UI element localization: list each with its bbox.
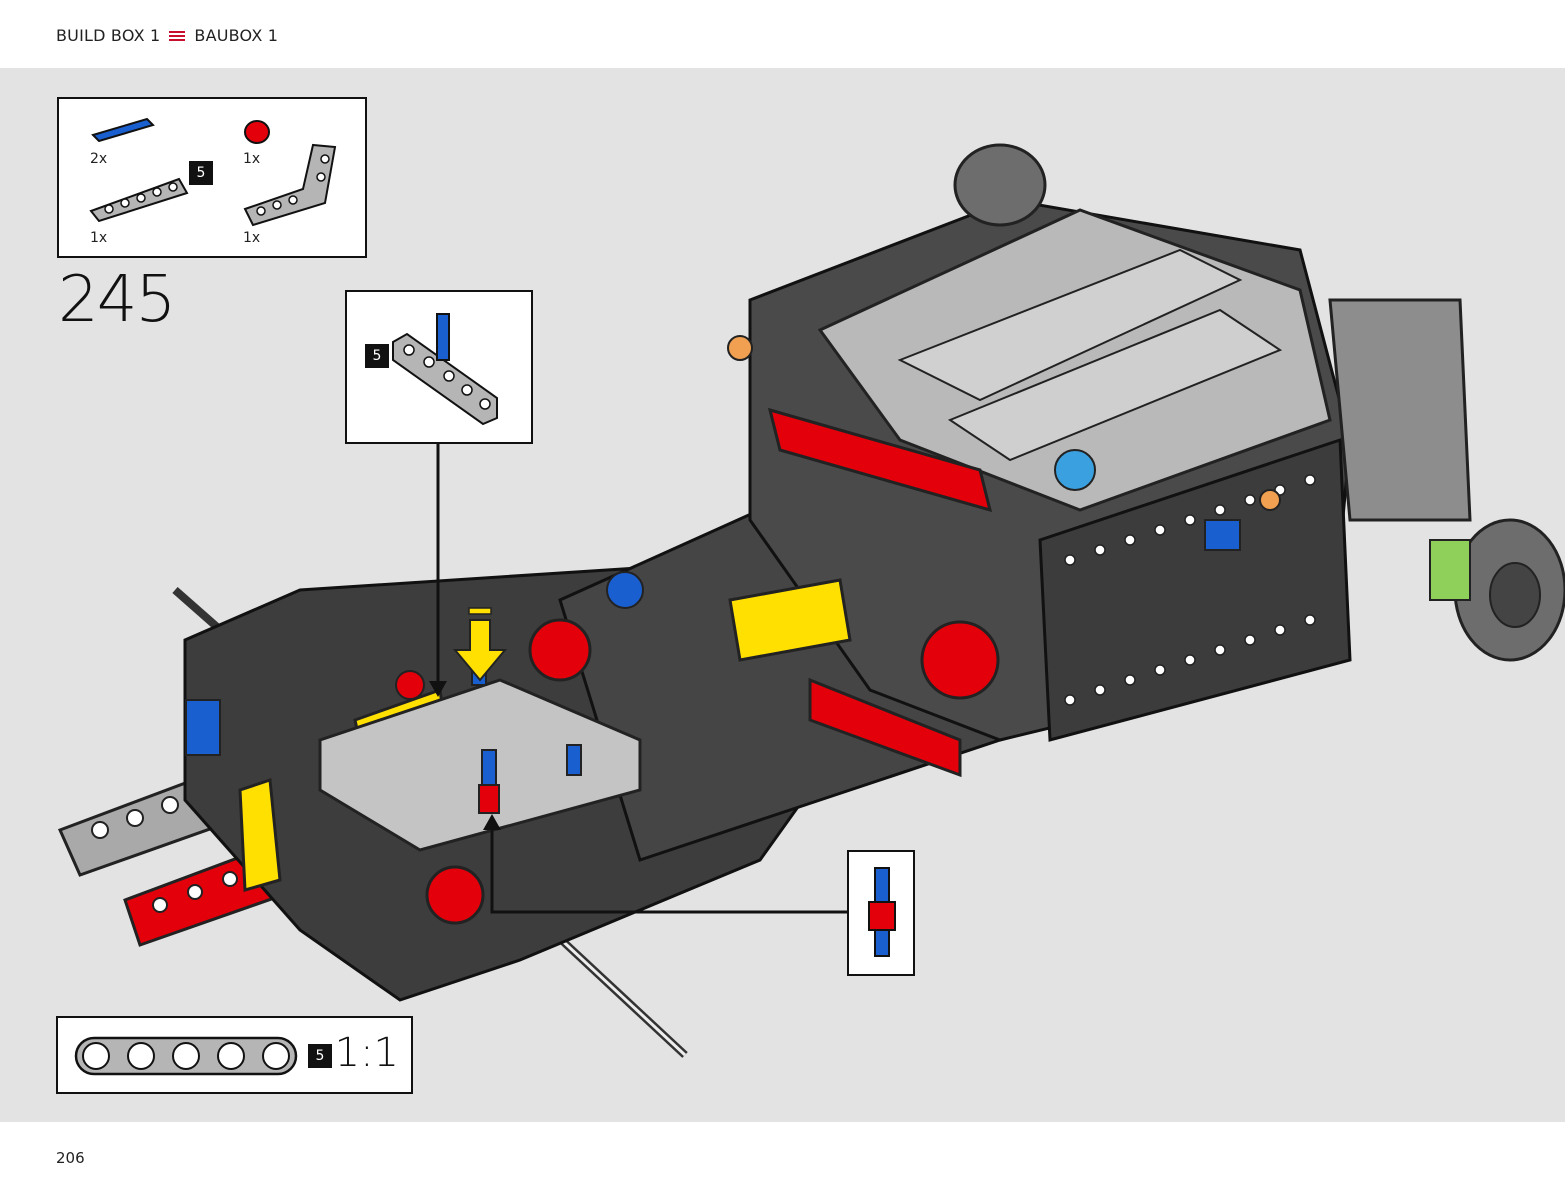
parts-list: 2x 1x 5 1x 1x bbox=[57, 97, 367, 258]
page-number: 206 bbox=[56, 1149, 85, 1167]
box-label: BUILD BOX 1 bbox=[56, 26, 161, 45]
box-label-de: BAUBOX 1 bbox=[194, 26, 279, 45]
model-illustration bbox=[57, 143, 1565, 1058]
scale-reference: 5 1:1 bbox=[56, 1016, 413, 1094]
blue-pin-qty: 2x bbox=[90, 151, 108, 167]
blue-pin-icon bbox=[91, 117, 155, 143]
scale-beam-icon bbox=[74, 1036, 298, 1076]
red-bush-qty: 1x bbox=[243, 151, 261, 167]
callout-length-badge: 5 bbox=[365, 344, 389, 368]
gray-beam-icon bbox=[89, 177, 189, 223]
callout-pin-bush bbox=[847, 850, 915, 976]
beam-with-pin-icon bbox=[392, 313, 498, 426]
step-number: 245 bbox=[58, 263, 176, 337]
angle-beam-qty: 1x bbox=[243, 230, 261, 246]
build-box-label: BUILD BOX 1 BAUBOX 1 bbox=[56, 26, 278, 45]
red-bush-icon bbox=[244, 120, 270, 144]
scale-ratio: 1:1 bbox=[334, 1030, 399, 1076]
beam-length-badge: 5 bbox=[189, 161, 213, 185]
menu-lines-icon bbox=[169, 30, 186, 42]
callout-beam-pin: 5 bbox=[345, 290, 533, 444]
scale-length-badge: 5 bbox=[308, 1044, 332, 1068]
page-footer bbox=[0, 1122, 1565, 1191]
angle-beam-icon bbox=[243, 143, 337, 227]
instruction-stage: 2x 1x 5 1x 1x 245 5 bbox=[0, 68, 1565, 1122]
page-header: BUILD BOX 1 BAUBOX 1 bbox=[0, 0, 1565, 68]
gray-beam-qty: 1x bbox=[90, 230, 108, 246]
pin-with-bush-icon bbox=[868, 867, 896, 957]
